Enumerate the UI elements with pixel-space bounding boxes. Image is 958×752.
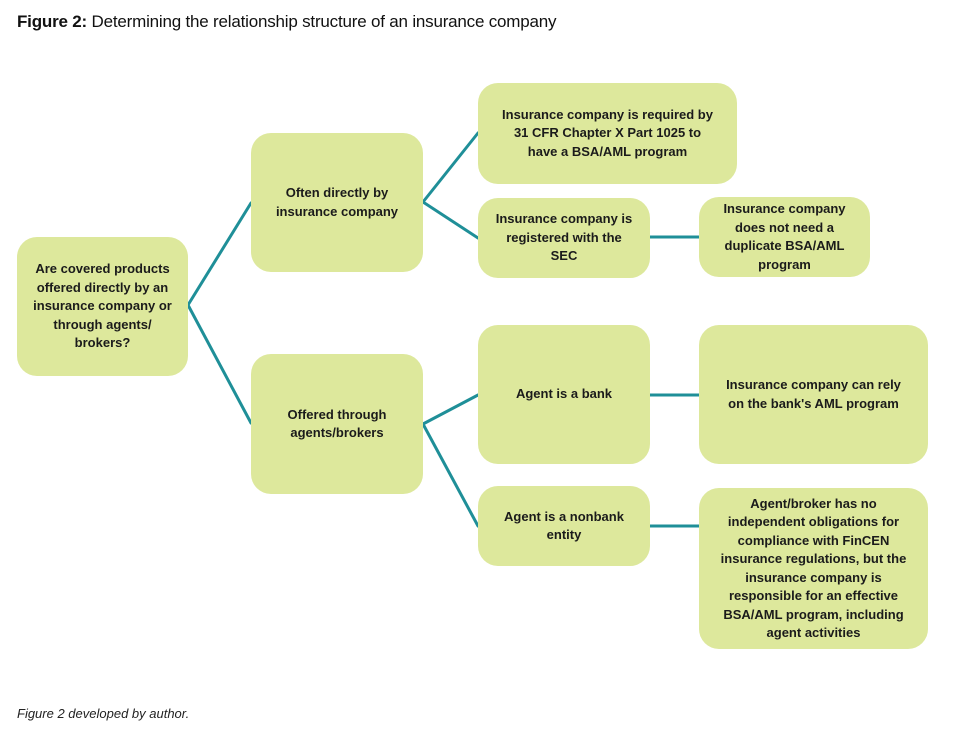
connector-direct-required xyxy=(421,131,480,204)
figure-title: Figure 2: Determining the relationship s… xyxy=(17,12,557,32)
connector-question-agents xyxy=(186,303,253,425)
connector-question-direct xyxy=(186,201,253,307)
node-agents: Offered through agents/brokers xyxy=(251,354,423,494)
node-question: Are covered products offered directly by… xyxy=(17,237,188,376)
node-sec: Insurance company is registered with the… xyxy=(478,198,650,278)
node-nonbank: Agent is a nonbank entity xyxy=(478,486,650,566)
node-rely: Insurance company can rely on the bank's… xyxy=(699,325,928,464)
node-bank: Agent is a bank xyxy=(478,325,650,464)
connector-agents-bank xyxy=(421,393,480,426)
node-no-obligations: Agent/broker has no independent obligati… xyxy=(699,488,928,649)
node-required: Insurance company is required by 31 CFR … xyxy=(478,83,737,184)
connector-direct-sec xyxy=(421,200,480,240)
figure-title-text: Determining the relationship structure o… xyxy=(91,12,557,31)
node-no-duplicate: Insurance company does not need a duplic… xyxy=(699,197,870,277)
connector-agents-nonbank xyxy=(421,422,480,528)
figure-title-prefix: Figure 2: xyxy=(17,12,87,31)
figure-caption: Figure 2 developed by author. xyxy=(17,706,190,721)
node-direct: Often directly by insurance company xyxy=(251,133,423,272)
